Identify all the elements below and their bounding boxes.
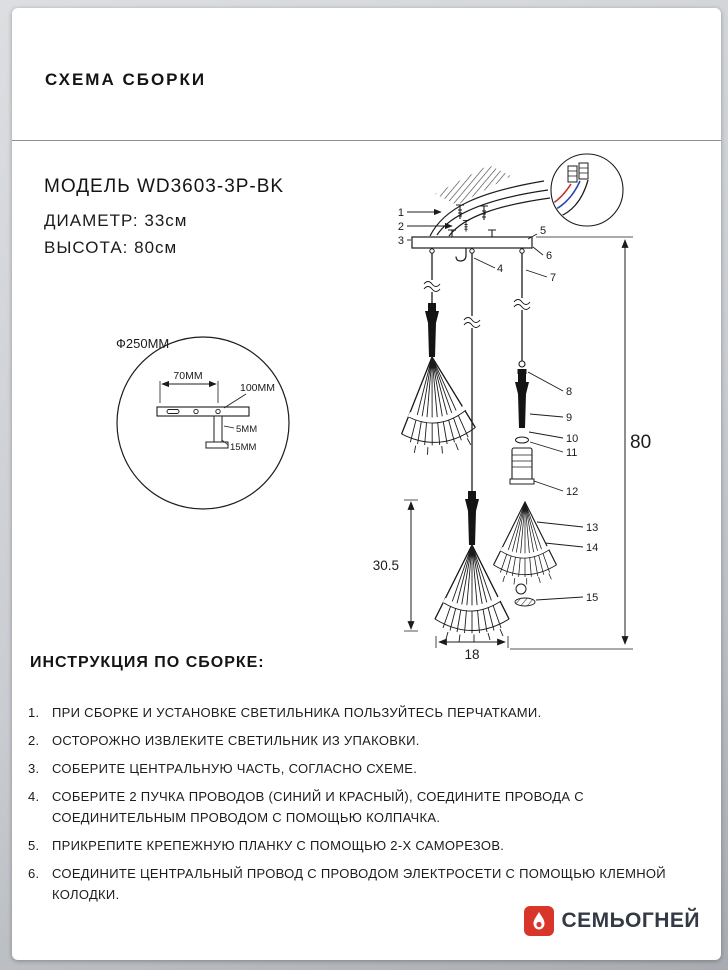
dim-15mm-label: 15MM	[230, 442, 256, 453]
instructions-list: 1. ПРИ СБОРКЕ И УСТАНОВКЕ СВЕТИЛЬНИКА ПО…	[28, 702, 710, 912]
right-pendant	[494, 360, 557, 607]
instruction-number: 4.	[28, 789, 40, 804]
part-leaders-right	[527, 371, 584, 601]
height-spec: ВЫСОТА: 80см	[44, 238, 178, 257]
instruction-item: 4. СОБЕРИТЕ 2 ПУЧКА ПРОВОДОВ (СИНИЙ И КР…	[28, 786, 710, 828]
instruction-number: 2.	[28, 733, 40, 748]
instruction-item: 2. ОСТОРОЖНО ИЗВЛЕКИТЕ СВЕТИЛЬНИК ИЗ УПА…	[28, 730, 710, 751]
instructions-title: ИНСТРУКЦИЯ ПО СБОРКЕ:	[30, 654, 265, 671]
instruction-text: ОСТОРОЖНО ИЗВЛЕКИТЕ СВЕТИЛЬНИК ИЗ УПАКОВ…	[52, 733, 420, 748]
bulb	[515, 583, 527, 595]
part-label-14: 14	[586, 542, 598, 554]
instruction-number: 6.	[28, 866, 40, 881]
center-hook	[455, 248, 467, 262]
part-label-7: 7	[550, 272, 556, 284]
header-divider	[12, 140, 721, 141]
dim-18-label: 18	[464, 647, 479, 662]
instruction-text: ПРИ СБОРКЕ И УСТАНОВКЕ СВЕТИЛЬНИКА ПОЛЬЗ…	[52, 705, 542, 720]
part-label-4: 4	[497, 263, 503, 275]
cord-break-center	[462, 315, 482, 329]
part-label-1: 1	[398, 207, 404, 219]
red-wire	[552, 183, 572, 209]
dim-30-5-label: 30.5	[373, 558, 399, 573]
flame-icon	[523, 906, 554, 936]
instruction-item: 6. СОЕДИНИТЕ ЦЕНТРАЛЬНЫЙ ПРОВОД С ПРОВОД…	[28, 863, 710, 905]
part-label-10: 10	[566, 433, 578, 445]
ceiling-hatch	[435, 165, 511, 205]
cone-shade	[435, 545, 509, 642]
part-label-9: 9	[566, 412, 572, 424]
part-label-13: 13	[586, 522, 598, 534]
mounting-bar	[411, 229, 533, 262]
part-label-2: 2	[398, 221, 404, 233]
wire-connection-detail	[550, 153, 624, 227]
part-label-6: 6	[546, 250, 552, 262]
part-leaders-top-right	[473, 233, 548, 278]
dimension-total-height: 80	[510, 236, 651, 650]
part-label-3: 3	[398, 235, 404, 247]
mounting-plate-detail: Ф250MM 70MM 100MM 5MM 15MM	[116, 336, 290, 510]
part-label-15: 15	[586, 592, 598, 604]
instruction-text: ПРИКРЕПИТЕ КРЕПЕЖНУЮ ПЛАНКУ С ПОМОЩЬЮ 2-…	[52, 838, 505, 853]
diameter-spec: ДИАМЕТР: 33см	[44, 211, 188, 230]
instruction-item: 5. ПРИКРЕПИТЕ КРЕПЕЖНУЮ ПЛАНКУ С ПОМОЩЬЮ…	[28, 835, 710, 856]
mounting-plate	[156, 406, 250, 417]
page-title: СХЕМА СБОРКИ	[45, 70, 207, 89]
socket-ring	[515, 436, 529, 444]
lamp-holder	[465, 491, 479, 545]
dim-80-label: 80	[630, 432, 651, 453]
center-pendant	[435, 491, 509, 642]
model-label: МОДЕЛЬ WD3603-3P-BK	[44, 176, 285, 197]
suspension-cords	[431, 253, 523, 491]
screw-icon	[462, 219, 470, 233]
cord-grip	[518, 360, 526, 368]
brand-name: СЕМЬОГНЕЙ	[561, 909, 700, 932]
instruction-item: 3. СОБЕРИТЕ ЦЕНТРАЛЬНУЮ ЧАСТЬ, СОГЛАСНО …	[28, 758, 710, 779]
instruction-item: 1. ПРИ СБОРКЕ И УСТАНОВКЕ СВЕТИЛЬНИКА ПО…	[28, 702, 710, 723]
cone-shade	[395, 354, 477, 457]
dimension-shade-width: 18	[435, 636, 509, 662]
instruction-number: 1.	[28, 705, 40, 720]
instruction-number: 5.	[28, 838, 40, 853]
brand-logo: СЕМЬОГНЕЙ	[523, 906, 701, 936]
terminal-block	[567, 162, 589, 183]
socket	[509, 447, 535, 485]
instruction-text: СОБЕРИТЕ 2 ПУЧКА ПРОВОДОВ (СИНИЙ И КРАСН…	[52, 789, 584, 825]
instruction-text: СОЕДИНИТЕ ЦЕНТРАЛЬНЫЙ ПРОВОД С ПРОВОДОМ …	[52, 866, 666, 902]
part-label-8: 8	[566, 386, 572, 398]
decor-disc	[514, 597, 536, 607]
cord-break-right	[512, 297, 532, 311]
part-label-5: 5	[540, 225, 546, 237]
part-label-11: 11	[566, 447, 577, 459]
part-label-12: 12	[566, 486, 578, 498]
lamp-holder	[425, 303, 439, 357]
dim-70mm-label: 70MM	[173, 370, 202, 382]
dimension-pendant-height: 30.5	[373, 499, 418, 632]
cord-break-left	[422, 279, 442, 293]
assembly-diagram: 1 2 3 4 5 6 7 8 9 10 11 12 13 14	[116, 153, 651, 662]
screw-icon	[479, 205, 489, 221]
detail-diameter-label: Ф250MM	[116, 336, 169, 351]
cord-cap	[517, 369, 527, 374]
part-leaders-left	[407, 208, 453, 241]
lamp-holder	[515, 374, 529, 428]
instruction-text: СОБЕРИТЕ ЦЕНТРАЛЬНУЮ ЧАСТЬ, СОГЛАСНО СХЕ…	[52, 761, 418, 776]
instruction-number: 3.	[28, 761, 40, 776]
dim-100mm-label: 100MM	[240, 382, 275, 394]
instruction-sheet: СХЕМА СБОРКИ МОДЕЛЬ WD3603-3P-BK ДИАМЕТР…	[12, 8, 721, 960]
dim-5mm-label: 5MM	[236, 424, 257, 435]
